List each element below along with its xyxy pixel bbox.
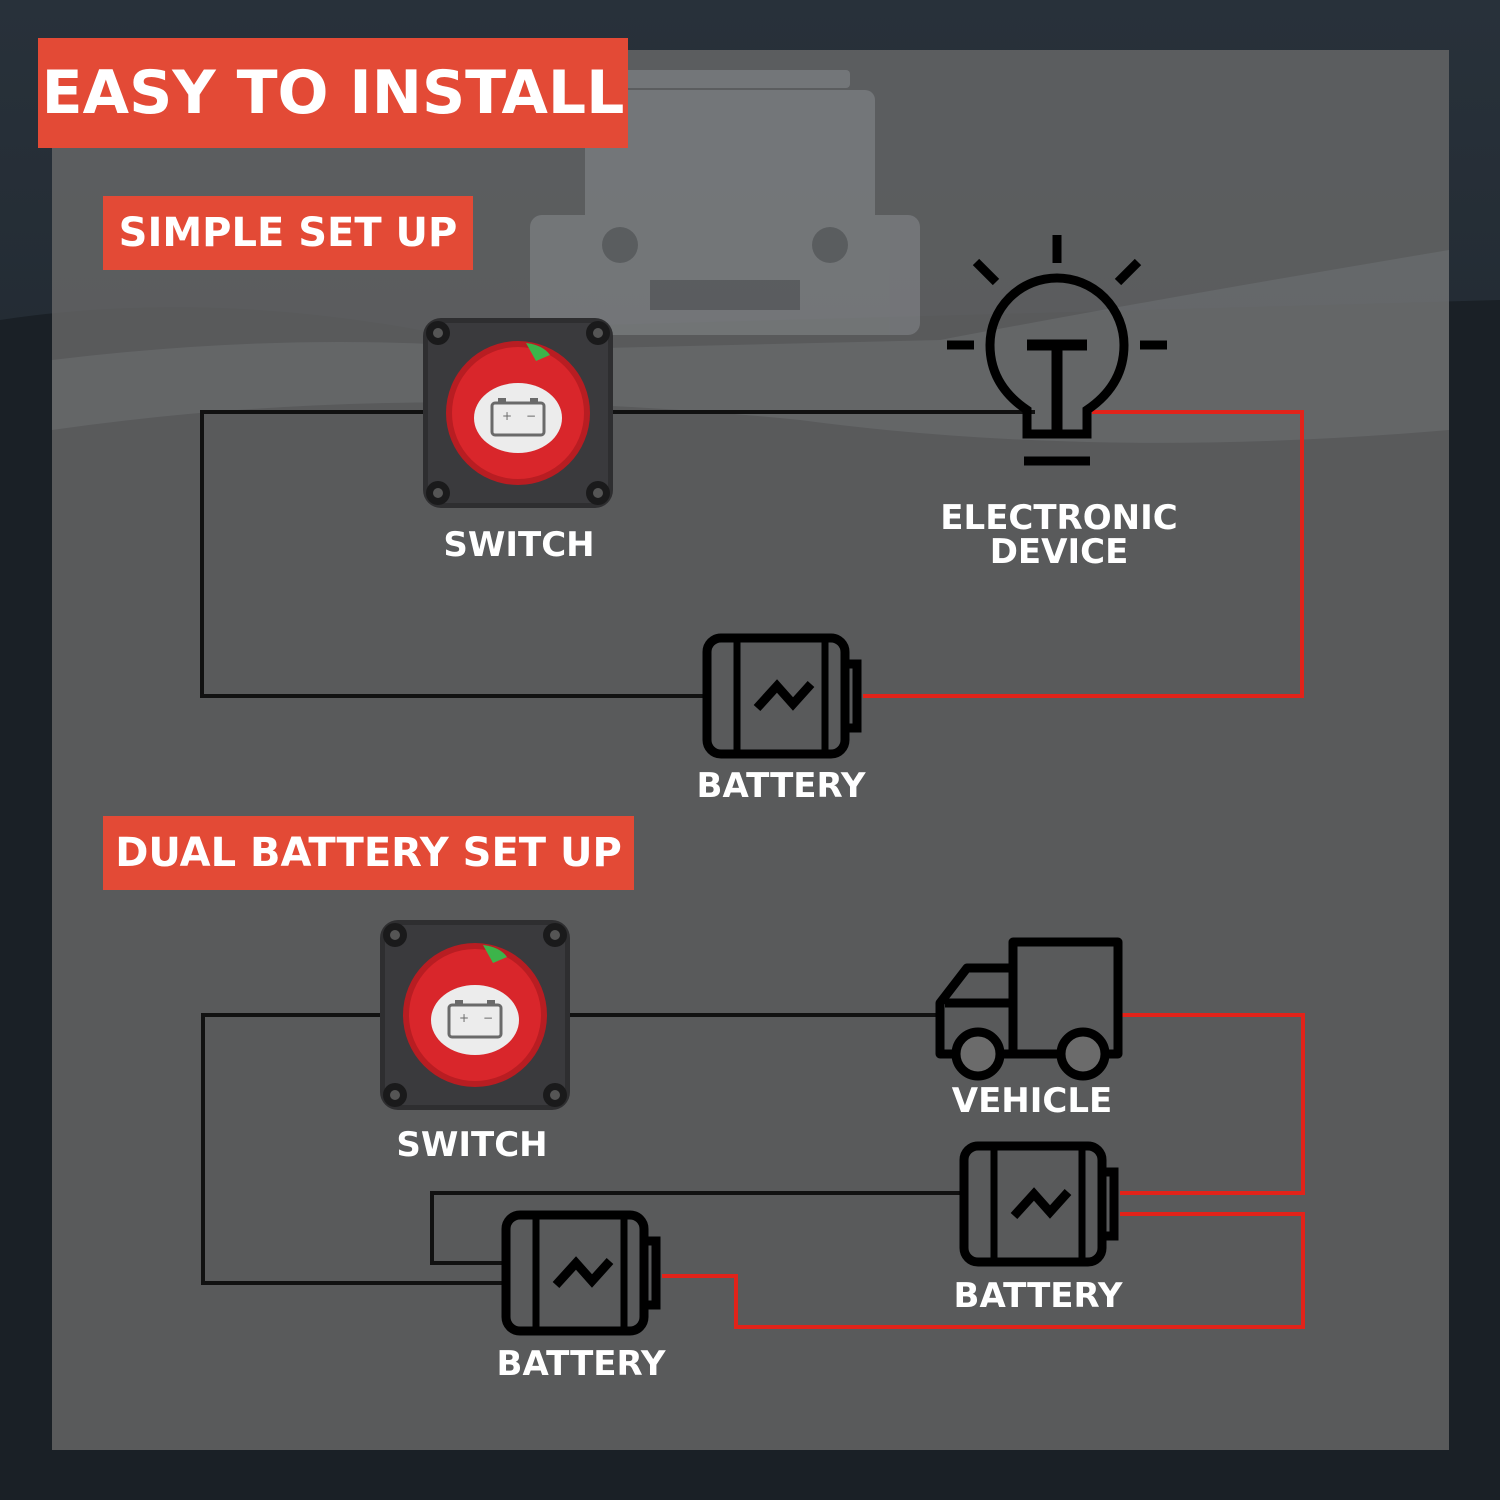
dual-switch-label: SWITCH: [396, 1125, 548, 1165]
vehicle-label: VEHICLE: [951, 1081, 1113, 1121]
dual-battery-right-label: BATTERY: [953, 1276, 1123, 1316]
truck-icon: [935, 937, 1123, 1081]
switch-icon: [378, 918, 572, 1112]
negative-wire: [200, 410, 703, 698]
negative-wire: [430, 1191, 962, 1265]
simple-setup-heading: SIMPLE SET UP: [103, 196, 473, 270]
dual-setup-heading: DUAL BATTERY SET UP: [103, 816, 634, 890]
negative-wire: [201, 1013, 503, 1285]
battery-icon: [964, 1146, 1114, 1262]
device-label-line1: ELECTRONIC: [940, 498, 1178, 538]
lightbulb-icon: [947, 235, 1167, 466]
simple-switch-label: SWITCH: [443, 525, 595, 565]
battery-icon: [707, 638, 857, 754]
dual-battery-left-label: BATTERY: [496, 1344, 666, 1384]
switch-icon: [421, 316, 615, 510]
device-label-line2: DEVICE: [989, 532, 1129, 572]
positive-wire: [1120, 1013, 1305, 1195]
simple-battery-label: BATTERY: [696, 766, 866, 806]
battery-icon: [506, 1215, 656, 1331]
main-title: EASY TO INSTALL: [38, 38, 628, 148]
positive-wire: [863, 410, 1304, 698]
positive-wire: [662, 1212, 1305, 1329]
